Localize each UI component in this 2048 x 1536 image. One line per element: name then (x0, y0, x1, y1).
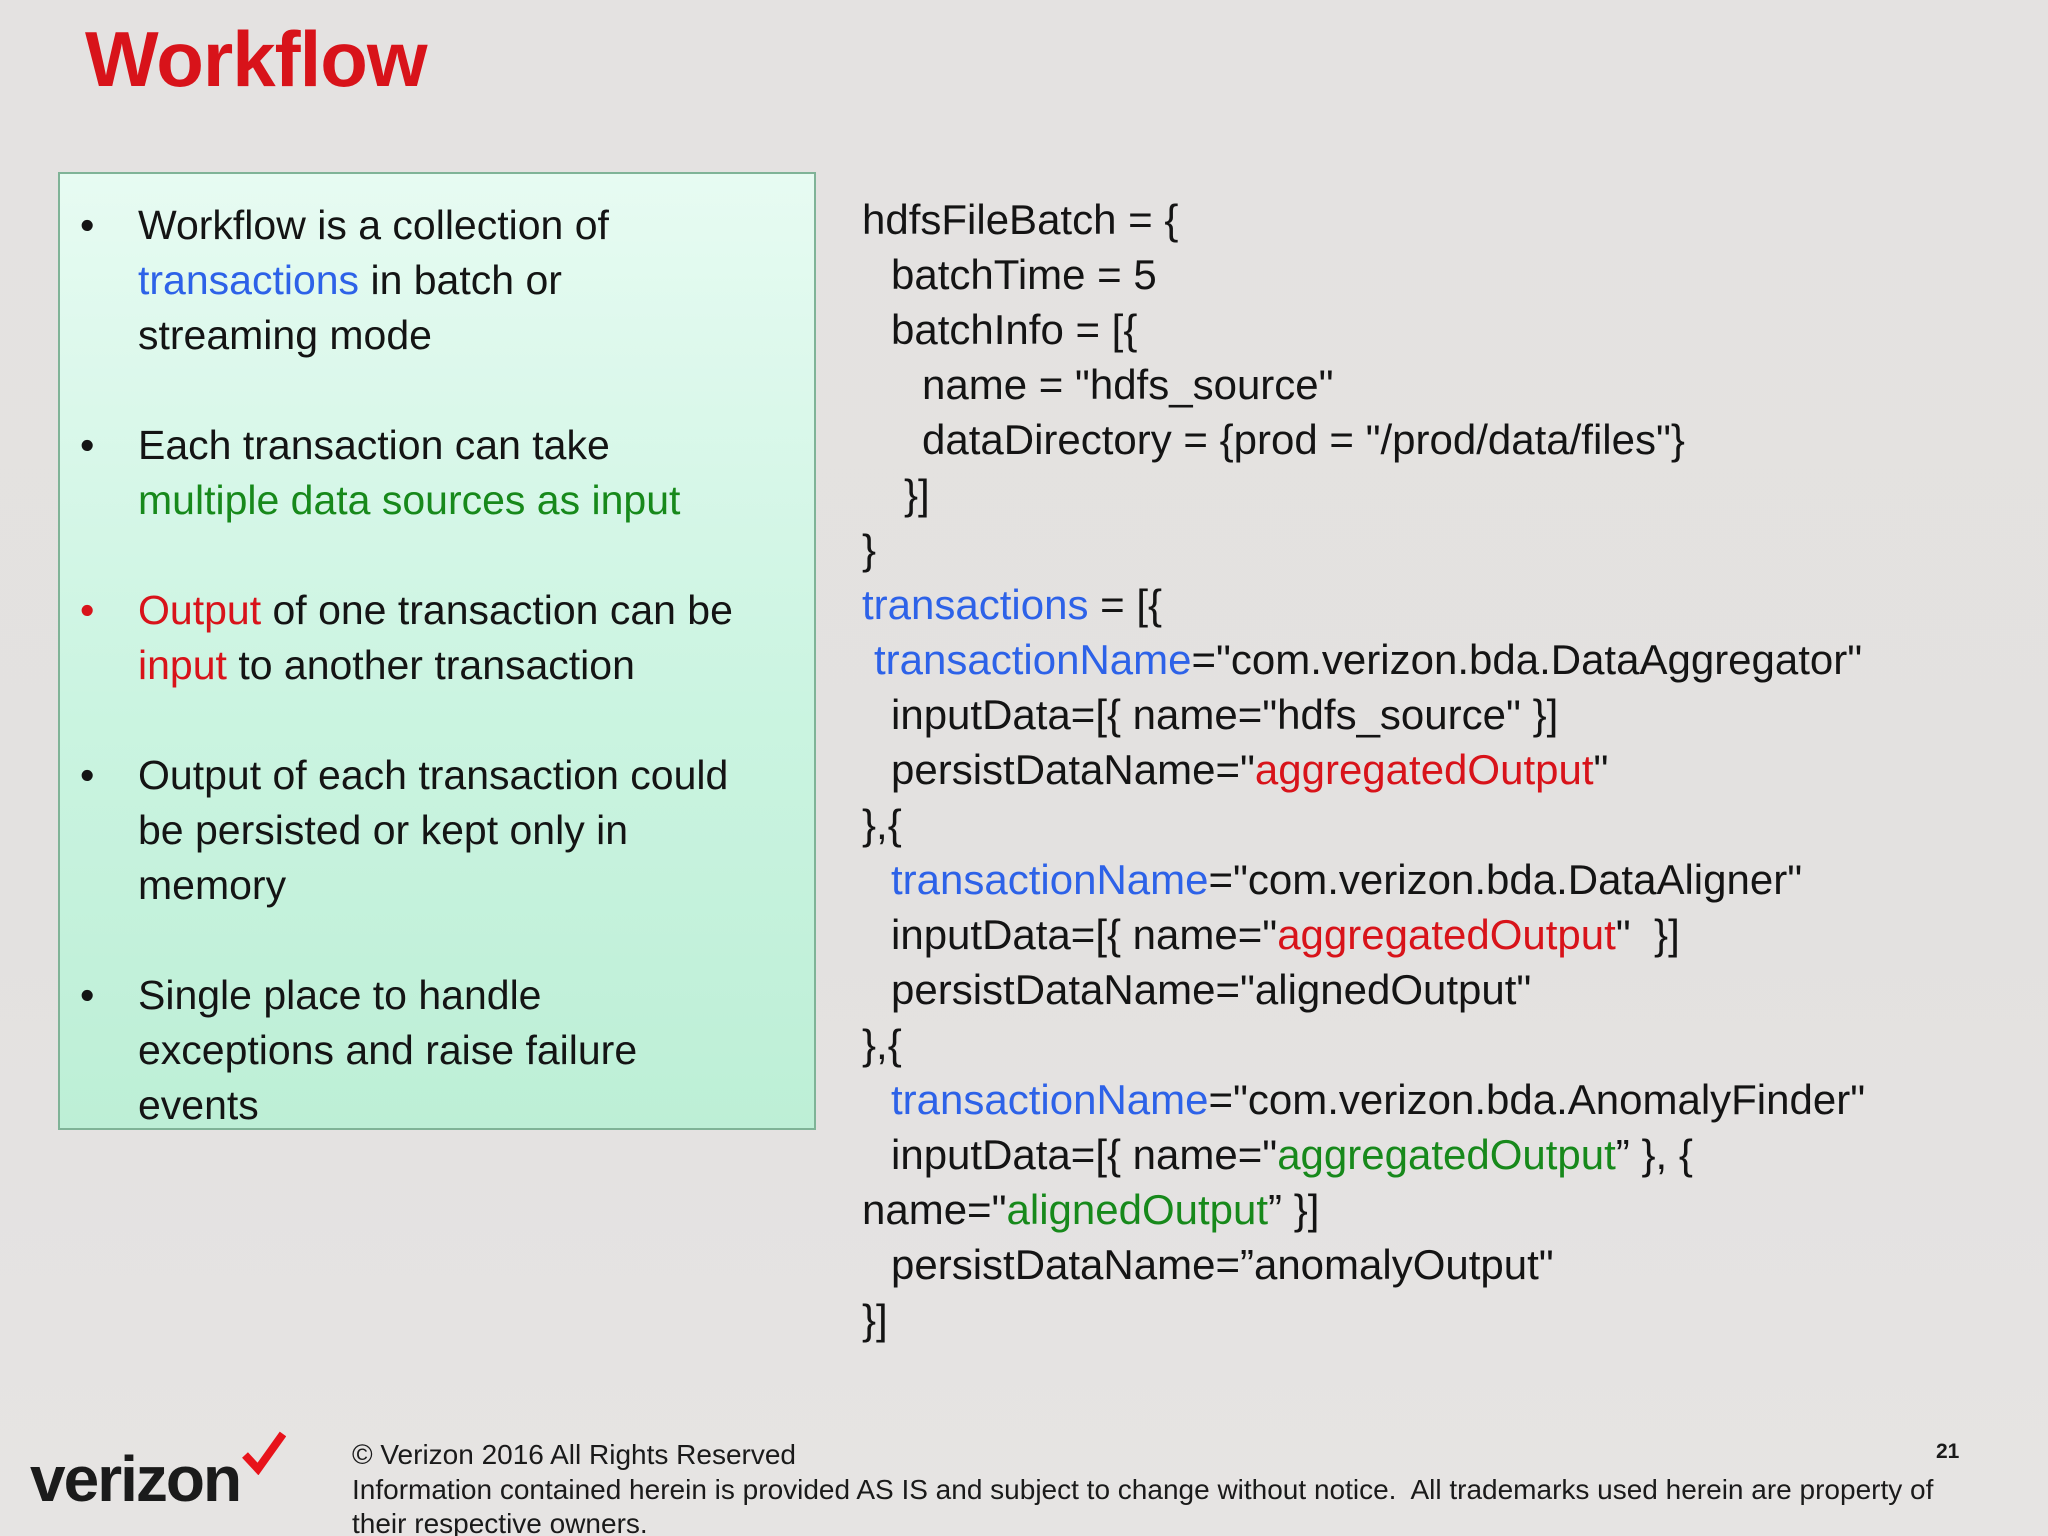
footer-line: their respective owners. (352, 1508, 648, 1536)
text-segment: transactionName (891, 1076, 1209, 1123)
text-segment: name=" (862, 1186, 1007, 1233)
code-line: inputData=[{ name="aggregatedOutput" }] (862, 907, 2022, 962)
text-segment: " }] (1615, 911, 1680, 958)
bullet-text: Single place to handle exceptions and rai… (138, 968, 796, 1133)
text-segment: transactionName (891, 856, 1209, 903)
text-segment: Each transaction can take (138, 422, 610, 468)
code-line: inputData=[{ name="hdfs_source" }] (862, 687, 2022, 742)
text-segment: streaming mode (138, 312, 432, 358)
code-line: inputData=[{ name="aggregatedOutput” }, … (862, 1127, 2022, 1182)
text-segment: of one transaction can be (261, 587, 733, 633)
code-line: transactionName="com.verizon.bda.DataAli… (862, 852, 2022, 907)
code-line: transactions = [{ (862, 577, 2022, 632)
bullet-item: • Workflow is a collection of transactions… (78, 198, 796, 363)
bullet-item: • Single place to handle exceptions and ra… (78, 968, 796, 1133)
text-segment: multiple data sources as input (138, 477, 681, 523)
code-line: persistDataName="alignedOutput" (862, 962, 2022, 1017)
footer-line: Information contained herein is provided… (352, 1473, 1934, 1505)
code-line: name="alignedOutput” }] (862, 1182, 2022, 1237)
text-segment: ” }] (1268, 1186, 1320, 1233)
bullet-box: • Workflow is a collection of transactions… (58, 172, 816, 1130)
bullet-text: Each transaction can take multiple data s… (138, 418, 796, 528)
bullet-item: • Output of one transaction can be input t… (78, 583, 796, 693)
text-segment: alignedOutput (1006, 1186, 1269, 1233)
text-segment: " (1593, 746, 1609, 793)
text-segment: },{ (862, 801, 902, 848)
code-line: } (862, 522, 2022, 577)
page-number: 21 (1936, 1440, 1960, 1463)
text-segment: Workflow is a collection of (138, 202, 609, 248)
text-segment: dataDirectory = {prod = "/prod/data/file… (922, 416, 1685, 463)
footer-line: © Verizon 2016 All Rights Reserved (352, 1439, 796, 1470)
page-title: Workflow (85, 15, 428, 103)
text-segment: name = "hdfs_source" (922, 361, 1334, 408)
bullet-dot: • (80, 752, 95, 798)
text-segment: aggregatedOutput (1277, 1131, 1616, 1178)
code-line: transactionName="com.verizon.bda.DataAgg… (862, 632, 2022, 687)
code-line: hdfsFileBatch = { (862, 192, 2022, 247)
bullet-item: • Each transaction can take multiple data … (78, 418, 796, 528)
text-segment: memory (138, 862, 287, 908)
text-segment: ” }, { (1615, 1131, 1693, 1178)
code-line: }] (862, 467, 2022, 522)
text-segment: persistDataName="alignedOutput" (891, 966, 1532, 1013)
bullet-text: Output of each transaction could be persi… (138, 748, 796, 913)
bullet-dot: • (80, 587, 95, 633)
code-line: batchTime = 5 (862, 247, 2022, 302)
text-segment: }] (904, 471, 930, 518)
text-segment: Single place to handle (138, 972, 542, 1018)
text-segment: Output of each transaction could (138, 752, 729, 798)
bullet-dot: • (80, 422, 95, 468)
text-segment: ="com.verizon.bda.DataAggregator" (1191, 636, 1863, 683)
text-segment: exceptions and raise failure (138, 1027, 638, 1073)
text-segment: } (862, 526, 877, 573)
text-segment: aggregatedOutput (1254, 746, 1594, 793)
text-segment: aggregatedOutput (1277, 911, 1616, 958)
text-segment: batchInfo = [{ (891, 306, 1138, 353)
code-line: },{ (862, 1017, 2022, 1072)
verizon-logo-text: verizon (30, 1443, 242, 1515)
code-line: name = "hdfs_source" (862, 357, 2022, 412)
bullet-dot: • (80, 202, 95, 248)
text-segment: },{ (862, 1021, 902, 1068)
text-segment: to another transaction (226, 642, 635, 688)
verizon-check-icon (242, 1431, 287, 1476)
text-segment: transactions (138, 257, 360, 303)
text-segment: persistDataName=”anomalyOutput" (891, 1241, 1554, 1288)
text-segment: Output (138, 587, 262, 633)
code-line: },{ (862, 797, 2022, 852)
text-segment: inputData=[{ name=" (891, 1131, 1278, 1178)
text-segment: ="com.verizon.bda.AnomalyFinder" (1208, 1076, 1866, 1123)
text-segment: }] (862, 1296, 888, 1343)
bullet-item: • Output of each transaction could be pers… (78, 748, 796, 913)
code-block: hdfsFileBatch = { batchTime = 5 batchInfo … (862, 192, 2022, 1347)
text-segment: in batch or (359, 257, 562, 303)
bullet-text: Output of one transaction can be input to… (138, 583, 796, 693)
text-segment: inputData=[{ name=" (891, 911, 1278, 958)
code-line: batchInfo = [{ (862, 302, 2022, 357)
text-segment: ="com.verizon.bda.DataAligner" (1208, 856, 1803, 903)
text-segment: transactions (862, 581, 1089, 628)
verizon-logo: verizon (30, 1431, 287, 1516)
text-segment: input (138, 642, 227, 688)
text-segment: be persisted or kept only in (138, 807, 628, 853)
text-segment: = [{ (1088, 581, 1163, 628)
code-line: persistDataName=”anomalyOutput" (862, 1237, 2022, 1292)
text-segment: hdfsFileBatch = { (862, 196, 1179, 243)
text-segment: inputData=[{ name="hdfs_source" }] (891, 691, 1559, 738)
text-segment: persistDataName=" (891, 746, 1255, 793)
bullet-dot: • (80, 972, 95, 1018)
text-segment: batchTime = 5 (891, 251, 1157, 298)
code-line: }] (862, 1292, 2022, 1347)
code-line: dataDirectory = {prod = "/prod/data/file… (862, 412, 2022, 467)
code-line: persistDataName="aggregatedOutput" (862, 742, 2022, 797)
code-line: transactionName="com.verizon.bda.Anomaly… (862, 1072, 2022, 1127)
text-segment: events (138, 1082, 259, 1128)
text-segment: transactionName (874, 636, 1192, 683)
